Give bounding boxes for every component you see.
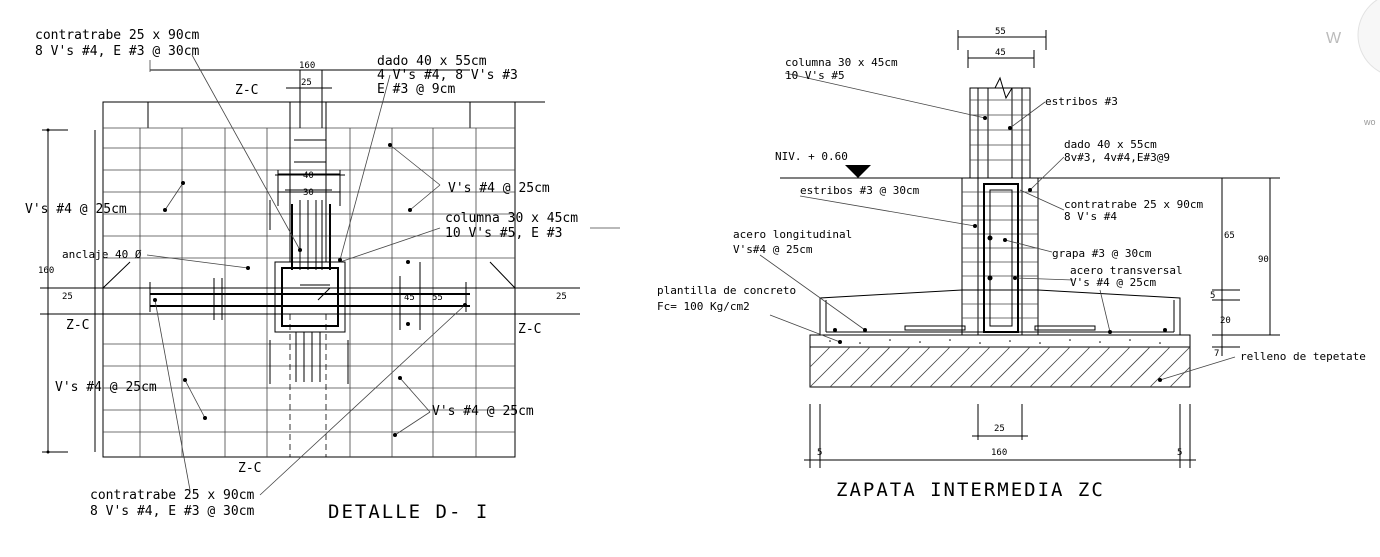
right-section-detail: 55 45 columna 30 x 45cm 10 V's #5 estrib…: [657, 27, 1366, 501]
contratrabe-label-line2: 8 V's #4: [1064, 210, 1117, 223]
contratrabe-bottom-line1: contratrabe 25 x 90cm: [90, 488, 255, 503]
dim-65: 65: [1224, 231, 1235, 241]
dim-30: 30: [303, 188, 314, 198]
dim-5-left: 5: [817, 448, 822, 458]
nivel-label: NIV. + 0.60: [775, 150, 848, 163]
zc-right-label: Z-C: [518, 322, 541, 337]
contratrabe-top-line2: 8 V's #4, E #3 @ 30cm: [35, 44, 200, 59]
grapa-label: grapa #3 @ 30cm: [1052, 247, 1152, 260]
dado-label-line3: E #3 @ 9cm: [377, 82, 455, 97]
side-widget-circle[interactable]: [1357, 0, 1380, 77]
side-widget-letter: W: [1326, 30, 1342, 47]
rebar-grid-horizontal: [103, 127, 515, 433]
dim-160-top: 160: [299, 61, 315, 71]
leader-lines-left: [146, 54, 620, 496]
acero-transversal-line2: V's #4 @ 25cm: [1070, 276, 1156, 289]
anclaje-label: anclaje 40 Ø: [62, 248, 142, 261]
acero-longitudinal-line2: V's#4 @ 25cm: [733, 243, 813, 256]
plantilla-label-line1: plantilla de concreto: [657, 284, 796, 297]
dado-label-line2: 8v#3, 4v#4,E#3@9: [1064, 151, 1170, 164]
relleno-tepetate: [809, 346, 1191, 388]
acero-longitudinal-line1: acero longitudinal: [733, 228, 852, 241]
stirrups-column: [970, 99, 1030, 161]
footing-section: [819, 289, 1181, 336]
columna-label-line1: columna 30 x 45cm: [445, 211, 578, 226]
dim-45-top: 45: [995, 48, 1006, 58]
vs-left-bottom-label: V's #4 @ 25cm: [55, 380, 157, 395]
contratrabe-bottom-line2: 8 V's #4, E #3 @ 30cm: [90, 504, 255, 519]
dim-55: 55: [432, 293, 443, 303]
dim-5-right: 5: [1177, 448, 1182, 458]
vs-right-top-label: V's #4 @ 25cm: [448, 181, 550, 196]
zc-bottom-label: Z-C: [238, 461, 261, 476]
stirrups-dado: [962, 191, 1038, 319]
dim-40: 40: [303, 171, 314, 181]
plantilla-speckle: [829, 339, 1161, 344]
dim-90: 90: [1258, 255, 1269, 265]
dim-160-bottom: 160: [991, 448, 1007, 458]
detail-title: DETALLE D- I: [328, 501, 489, 523]
dim-25-left: 25: [62, 292, 73, 302]
dim-45: 45: [404, 293, 415, 303]
columna-label-line2: 10 V's #5: [785, 69, 845, 82]
dim-7: 7: [1214, 349, 1219, 359]
dado-label-line2: 4 V's #4, 8 V's #3: [377, 68, 518, 83]
side-widget-caption: wo: [1363, 117, 1376, 127]
left-plan-detail: contratrabe 25 x 90cm 8 V's #4, E #3 @ 3…: [25, 28, 620, 523]
dado-outline: [274, 261, 346, 333]
leader-lines-right: [759, 72, 1236, 381]
vs-right-bottom-label: V's #4 @ 25cm: [432, 404, 534, 419]
dim-25-top: 25: [301, 78, 312, 88]
section-title: ZAPATA INTERMEDIA ZC: [836, 479, 1105, 501]
dado-section: [961, 177, 1039, 336]
dado-label-line1: dado 40 x 55cm: [377, 54, 487, 69]
columna-section: [969, 87, 1031, 179]
zc-left-label: Z-C: [66, 318, 89, 333]
columna-label-line1: columna 30 x 45cm: [785, 56, 898, 69]
side-widget[interactable]: W wo: [1326, 0, 1380, 127]
level-marker-icon: [845, 165, 871, 178]
relleno-hatch: [809, 346, 1191, 388]
contratrabe-horizontal: [102, 287, 516, 315]
dim-20: 20: [1220, 316, 1231, 326]
dim-25-right: 25: [556, 292, 567, 302]
contratrabe-label-line1: contratrabe 25 x 90cm: [1064, 198, 1203, 211]
dim-160-left: 160: [38, 266, 54, 276]
estribos-mid-label: estribos #3 @ 30cm: [800, 184, 920, 197]
dim-5: 5: [1210, 291, 1215, 301]
dado-label-line1: dado 40 x 55cm: [1064, 138, 1157, 151]
estribos-top-label: estribos #3: [1045, 95, 1118, 108]
plantilla-concreto: [809, 334, 1191, 348]
zc-top-label: Z-C: [235, 83, 258, 98]
relleno-label: relleno de tepetate: [1240, 350, 1366, 363]
plantilla-label-line2: Fc= 100 Kg/cm2: [657, 300, 750, 313]
rebar-dots-left: [46, 128, 467, 454]
vs-left-top-label: V's #4 @ 25cm: [25, 202, 127, 217]
dim-55-top: 55: [995, 27, 1006, 37]
columna-label-line2: 10 V's #5, E #3: [445, 226, 562, 241]
dim-25-bottom: 25: [994, 424, 1005, 434]
rebar-dots-right: [833, 116, 1167, 382]
acero-transversal-line1: acero transversal: [1070, 264, 1183, 277]
columna-outline: [281, 267, 339, 327]
contratrabe-top-line1: contratrabe 25 x 90cm: [35, 28, 200, 43]
